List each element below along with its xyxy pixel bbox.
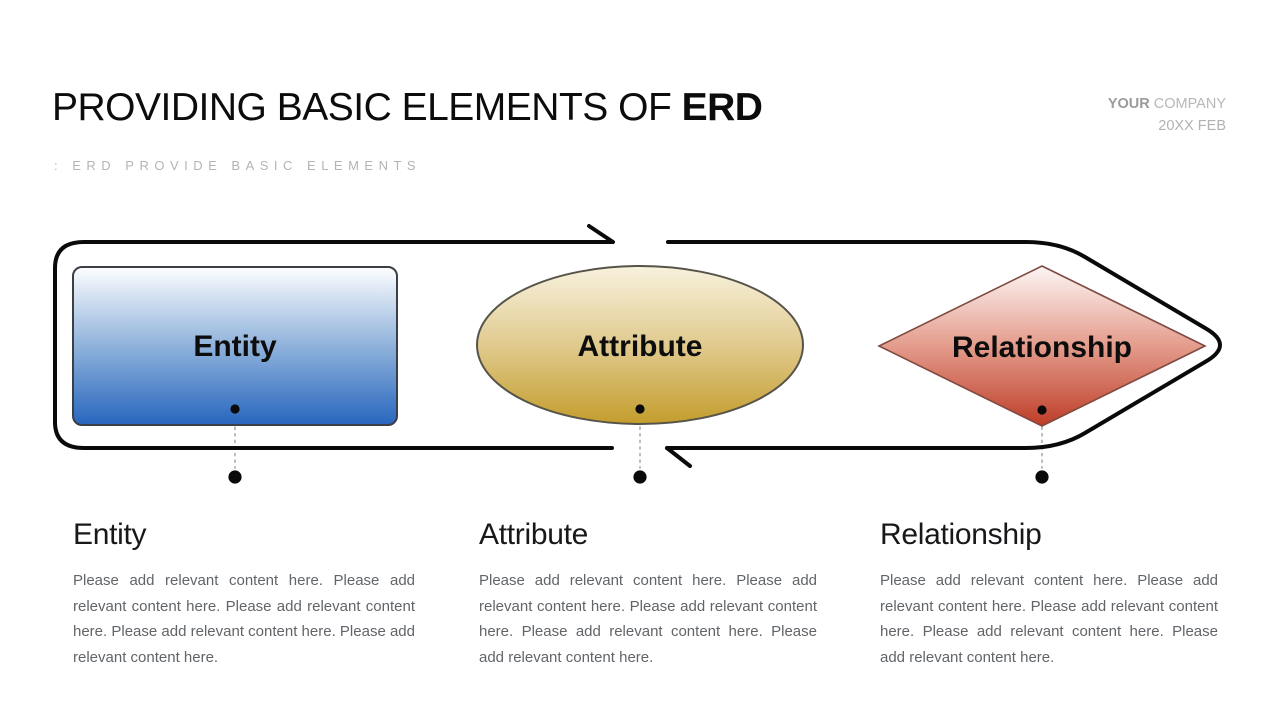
page-title: PROVIDING BASIC ELEMENTS OF ERD xyxy=(52,86,763,130)
section-relationship-body: Please add relevant content here. Please… xyxy=(880,572,1218,666)
relationship-shape xyxy=(877,265,1207,427)
relationship-end-dot xyxy=(1035,470,1049,484)
section-attribute-body: Please add relevant content here. Please… xyxy=(479,572,817,666)
entity-shape-label: Entity xyxy=(193,330,277,363)
section-relationship-heading: Relationship xyxy=(880,518,1042,551)
section-entity-body: Please add relevant content here. Please… xyxy=(73,572,415,666)
arrow-band-right-path xyxy=(665,240,1222,450)
arrow-band-left-path xyxy=(53,240,614,450)
relationship-anchor-dot xyxy=(1037,405,1047,415)
relationship-shape-label: Relationship xyxy=(952,331,1132,364)
attribute-anchor-dot xyxy=(635,404,645,414)
company-name: YOUR COMPANY xyxy=(1108,93,1226,115)
company-name-regular: COMPANY xyxy=(1149,96,1226,112)
connector-dots xyxy=(228,404,1049,484)
page-title-regular: PROVIDING BASIC ELEMENTS OF xyxy=(52,86,682,129)
entity-anchor-dot xyxy=(230,404,240,414)
company-date: 20XX FEB xyxy=(1158,118,1226,134)
entity-end-dot xyxy=(228,470,242,484)
section-entity-heading: Entity xyxy=(73,518,147,551)
section-entity: Entity Please add relevant content here.… xyxy=(73,516,415,670)
arrow-band-outline xyxy=(53,224,1222,468)
page-subtitle: : ERD PROVIDE BASIC ELEMENTS xyxy=(54,158,422,173)
arrowhead-bottom-icon xyxy=(665,446,692,468)
entity-shape xyxy=(72,266,398,426)
section-relationship: Relationship Please add relevant content… xyxy=(880,516,1218,670)
section-attribute: Attribute Please add relevant content he… xyxy=(479,516,817,670)
section-attribute-heading: Attribute xyxy=(479,518,589,551)
attribute-shape-label: Attribute xyxy=(578,330,703,363)
arrowhead-top-icon xyxy=(587,224,615,244)
attribute-end-dot xyxy=(633,470,647,484)
company-name-bold: YOUR xyxy=(1107,96,1150,112)
page-title-bold: ERD xyxy=(681,86,763,129)
company-block: YOUR COMPANY 20XX FEB xyxy=(1108,93,1226,137)
attribute-shape xyxy=(476,265,804,425)
